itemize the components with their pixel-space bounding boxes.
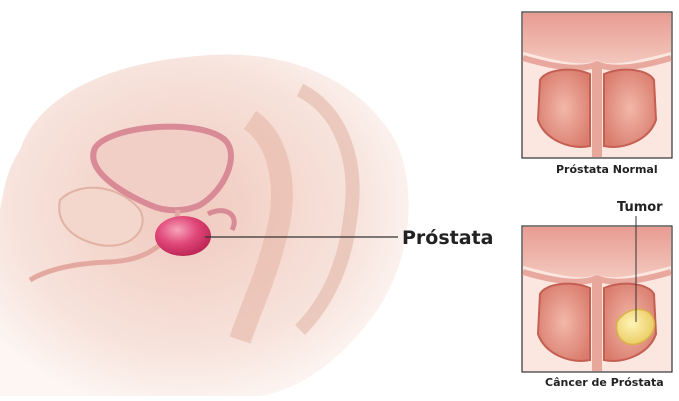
- normal-prostate-panel: [522, 12, 672, 158]
- cancer-prostate-panel: [522, 226, 672, 372]
- prostate-cancer-caption: Câncer de Próstata: [545, 376, 664, 389]
- prostate-gland: [155, 216, 211, 256]
- pelvis-cross-section: [0, 54, 409, 396]
- prostate-label: Próstata: [402, 227, 493, 249]
- tumor-label: Tumor: [617, 200, 663, 215]
- normal-prostate-caption: Próstata Normal: [556, 163, 658, 176]
